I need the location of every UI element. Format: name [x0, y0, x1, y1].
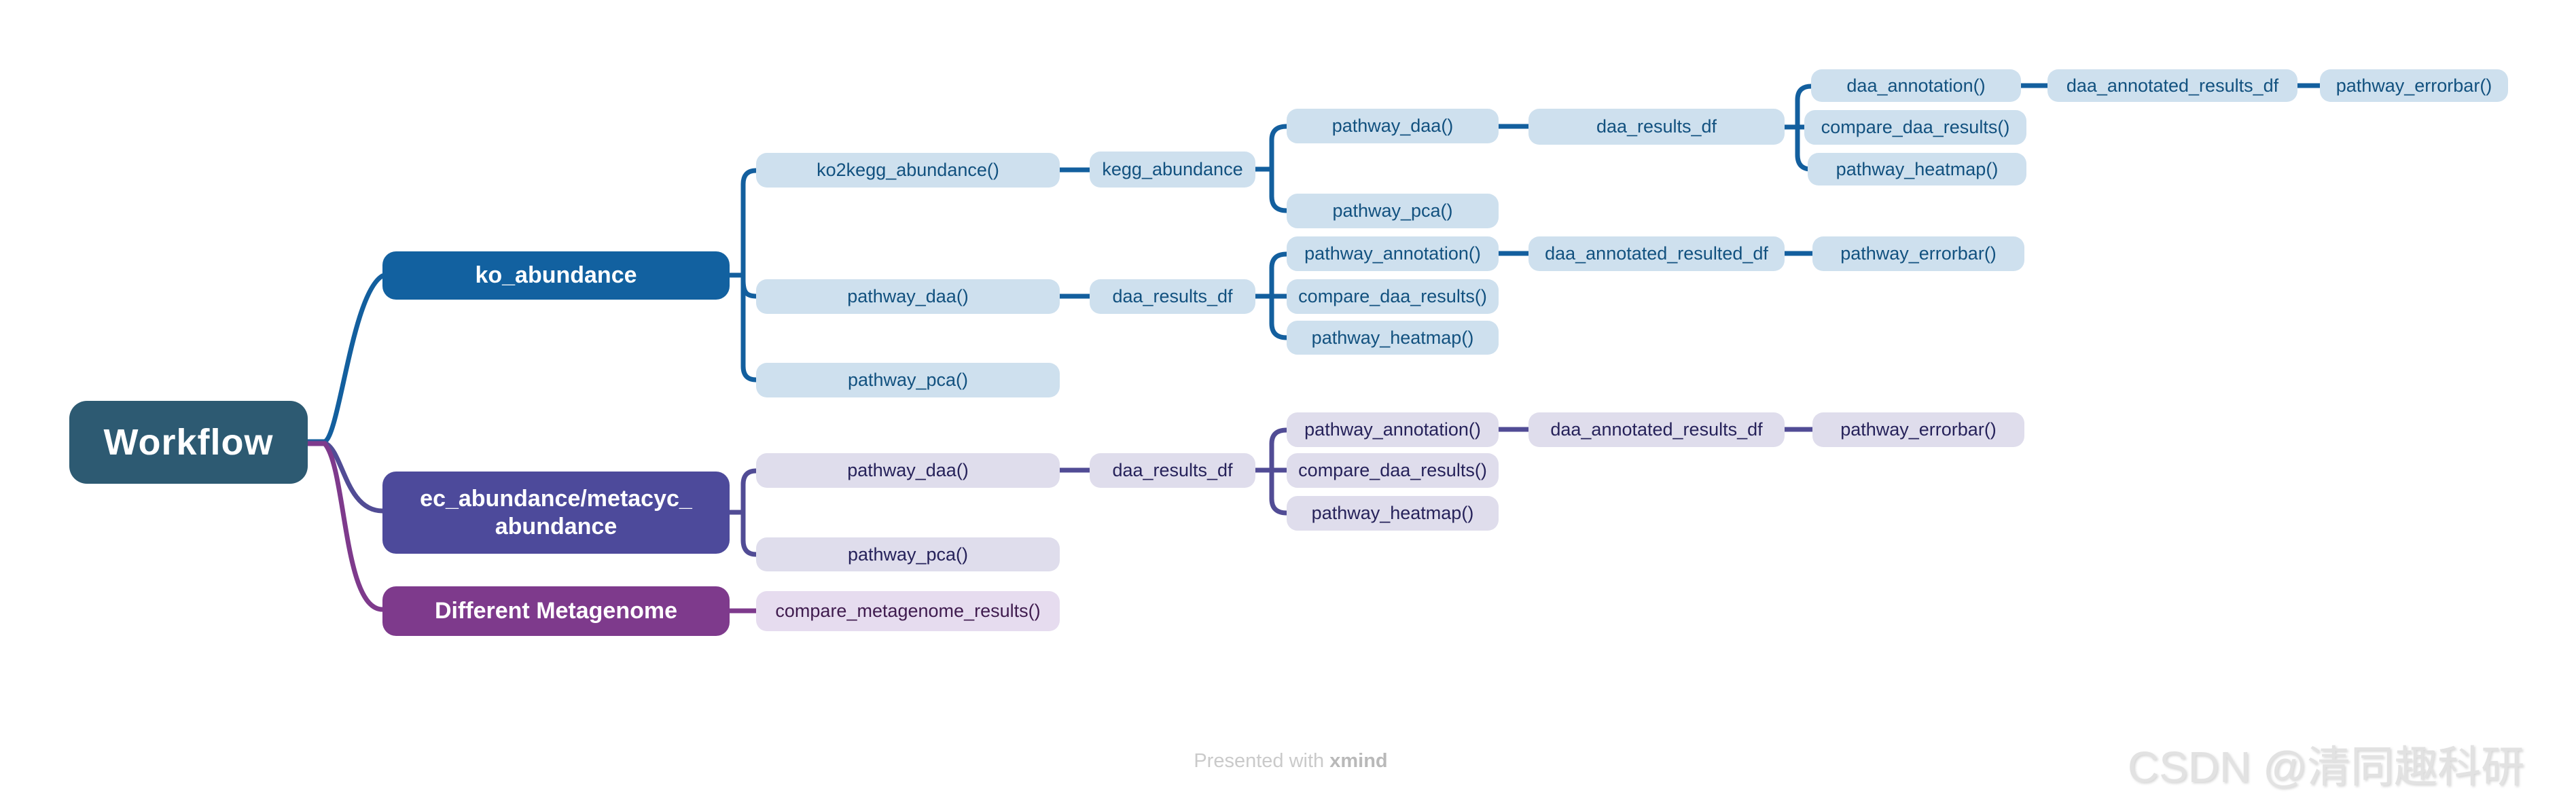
node-ko_abundance[interactable]: ko_abundance [382, 251, 730, 300]
node-compare_daa_results-top[interactable]: compare_daa_results() [1804, 110, 2026, 145]
node-daa_annotated_results_df-top[interactable]: daa_annotated_results_df [2047, 69, 2297, 102]
node-workflow-root[interactable]: Workflow [69, 401, 308, 484]
node-daa_annotated_resulted_df[interactable]: daa_annotated_resulted_df [1528, 236, 1785, 271]
node-ec_abundance-metacyc_abundance[interactable]: ec_abundance/metacyc_ abundance [382, 472, 730, 554]
node-different-metagenome[interactable]: Different Metagenome [382, 586, 730, 636]
node-ko2kegg_abundance[interactable]: ko2kegg_abundance() [756, 153, 1060, 188]
xmind-credit-text: Presented with [1194, 750, 1330, 772]
node-pathway_heatmap-top[interactable]: pathway_heatmap() [1808, 153, 2026, 185]
node-daa_annotated_results_df-low[interactable]: daa_annotated_results_df [1528, 412, 1785, 447]
node-pathway_pca-low[interactable]: pathway_pca() [756, 537, 1060, 571]
node-compare_metagenome_results[interactable]: compare_metagenome_results() [756, 591, 1060, 631]
node-pathway_errorbar-mid[interactable]: pathway_errorbar() [1812, 236, 2024, 271]
node-pathway_heatmap-mid[interactable]: pathway_heatmap() [1287, 321, 1499, 355]
csdn-watermark: CSDN @清同趣科研 [2128, 743, 2525, 792]
node-kegg_abundance[interactable]: kegg_abundance [1090, 152, 1255, 188]
node-pathway_daa-top[interactable]: pathway_daa() [1287, 109, 1499, 143]
node-daa_results_df-top[interactable]: daa_results_df [1528, 109, 1785, 145]
node-pathway_pca-mid[interactable]: pathway_pca() [756, 363, 1060, 397]
node-daa_results_df-low[interactable]: daa_results_df [1090, 453, 1255, 488]
node-pathway_daa-low[interactable]: pathway_daa() [756, 453, 1060, 488]
node-pathway_annotation-low[interactable]: pathway_annotation() [1287, 412, 1499, 447]
xmind-credit: Presented with xmind [1155, 750, 1427, 773]
node-compare_daa_results-low[interactable]: compare_daa_results() [1287, 453, 1499, 488]
xmind-brand: xmind [1329, 750, 1388, 772]
node-daa_results_df-mid[interactable]: daa_results_df [1090, 279, 1255, 314]
node-daa_annotation[interactable]: daa_annotation() [1811, 69, 2021, 102]
node-pathway_errorbar-top[interactable]: pathway_errorbar() [2320, 69, 2508, 102]
node-pathway_daa-mid[interactable]: pathway_daa() [756, 279, 1060, 314]
node-pathway_errorbar-low[interactable]: pathway_errorbar() [1812, 412, 2024, 447]
node-pathway_annotation-mid[interactable]: pathway_annotation() [1287, 236, 1499, 271]
node-pathway_pca-top[interactable]: pathway_pca() [1287, 194, 1499, 228]
node-compare_daa_results-mid[interactable]: compare_daa_results() [1287, 279, 1499, 314]
node-pathway_heatmap-low[interactable]: pathway_heatmap() [1287, 496, 1499, 531]
